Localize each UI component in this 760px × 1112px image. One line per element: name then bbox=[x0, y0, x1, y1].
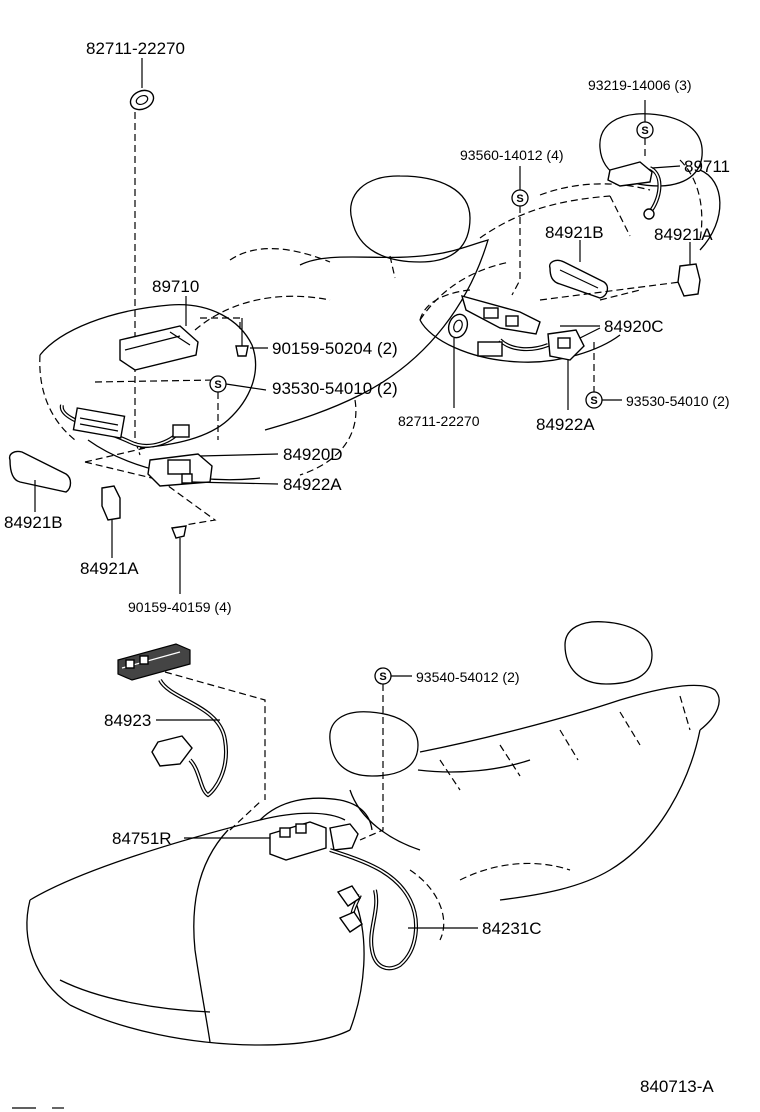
part-84921a-right: 84921A bbox=[654, 225, 713, 297]
label-84921a-left: 84921A bbox=[80, 559, 139, 578]
label-93530-right: 93530-54010 (2) bbox=[626, 393, 730, 409]
front-left-harness bbox=[59, 404, 190, 448]
svg-text:S: S bbox=[379, 671, 386, 683]
label-84922a-left: 84922A bbox=[283, 475, 342, 494]
label-82711-right: 82711-22270 bbox=[398, 413, 480, 429]
part-90159-50204: 90159-50204 (2) bbox=[200, 317, 398, 358]
label-90159-40159: 90159-40159 (4) bbox=[128, 599, 232, 615]
part-84923: 84923 bbox=[104, 643, 266, 800]
part-93540: S 93540-54012 (2) bbox=[359, 667, 520, 841]
svg-text:S: S bbox=[590, 395, 597, 407]
label-84920c: 84920C bbox=[604, 317, 664, 336]
label-93219: 93219-14006 (3) bbox=[588, 77, 692, 93]
svg-text:S: S bbox=[641, 125, 648, 137]
screw-marker-icon: S bbox=[374, 667, 392, 685]
part-84921b-right: 84921B bbox=[545, 223, 609, 299]
label-84921b-right: 84921B bbox=[545, 223, 604, 242]
part-84920c: 84920C bbox=[460, 294, 664, 361]
label-82711-top: 82711-22270 bbox=[86, 39, 185, 58]
part-93560: S 93560-14012 (4) bbox=[460, 147, 564, 296]
rear-seat-outline bbox=[26, 621, 720, 1046]
part-89710-module: 89710 bbox=[119, 277, 199, 371]
screw-marker-icon: S bbox=[636, 121, 654, 139]
label-89710: 89710 bbox=[152, 277, 199, 296]
part-82711-top: 82711-22270 bbox=[86, 39, 185, 456]
label-84922a-right: 84922A bbox=[536, 415, 595, 434]
label-90159-50204: 90159-50204 (2) bbox=[272, 339, 398, 358]
part-93530-left: S 93530-54010 (2) bbox=[209, 375, 398, 440]
label-84923: 84923 bbox=[104, 711, 151, 730]
label-84920d: 84920D bbox=[283, 445, 343, 464]
part-84920d: 84920D bbox=[147, 445, 343, 487]
part-84922a-right: 84922A bbox=[536, 360, 595, 434]
part-93219: S 93219-14006 (3) bbox=[588, 77, 692, 160]
label-84751r: 84751R bbox=[112, 829, 172, 848]
label-84231c: 84231C bbox=[482, 919, 542, 938]
label-84921b-left: 84921B bbox=[4, 513, 63, 532]
part-84231c: 84231C bbox=[329, 848, 542, 971]
front-seat-left-outline bbox=[39, 175, 489, 526]
label-93560: 93560-14012 (4) bbox=[460, 147, 564, 163]
screw-marker-icon: S bbox=[585, 391, 603, 409]
screw-marker-icon: S bbox=[511, 189, 529, 207]
label-84921a-right: 84921A bbox=[654, 225, 713, 244]
part-93530-right: S 93530-54010 (2) bbox=[585, 342, 730, 409]
part-90159-40159: 90159-40159 (4) bbox=[128, 525, 232, 615]
leader-84921-right bbox=[539, 281, 681, 301]
part-84921b-left: 84921B bbox=[4, 450, 72, 532]
part-89711: 89711 bbox=[607, 157, 730, 220]
label-93540: 93540-54012 (2) bbox=[416, 669, 520, 685]
svg-text:S: S bbox=[214, 379, 221, 391]
label-89711: 89711 bbox=[684, 157, 730, 176]
svg-text:S: S bbox=[516, 193, 523, 205]
diagram-id: 840713-A bbox=[640, 1077, 714, 1096]
part-84922a-left: 84922A bbox=[191, 475, 342, 494]
screw-marker-icon: S bbox=[209, 375, 227, 393]
part-84751r: 84751R bbox=[112, 821, 359, 861]
label-93530-left: 93530-54010 (2) bbox=[272, 379, 398, 398]
part-84921a-left: 84921A bbox=[80, 485, 139, 578]
part-82711-right: 82711-22270 bbox=[398, 313, 480, 429]
